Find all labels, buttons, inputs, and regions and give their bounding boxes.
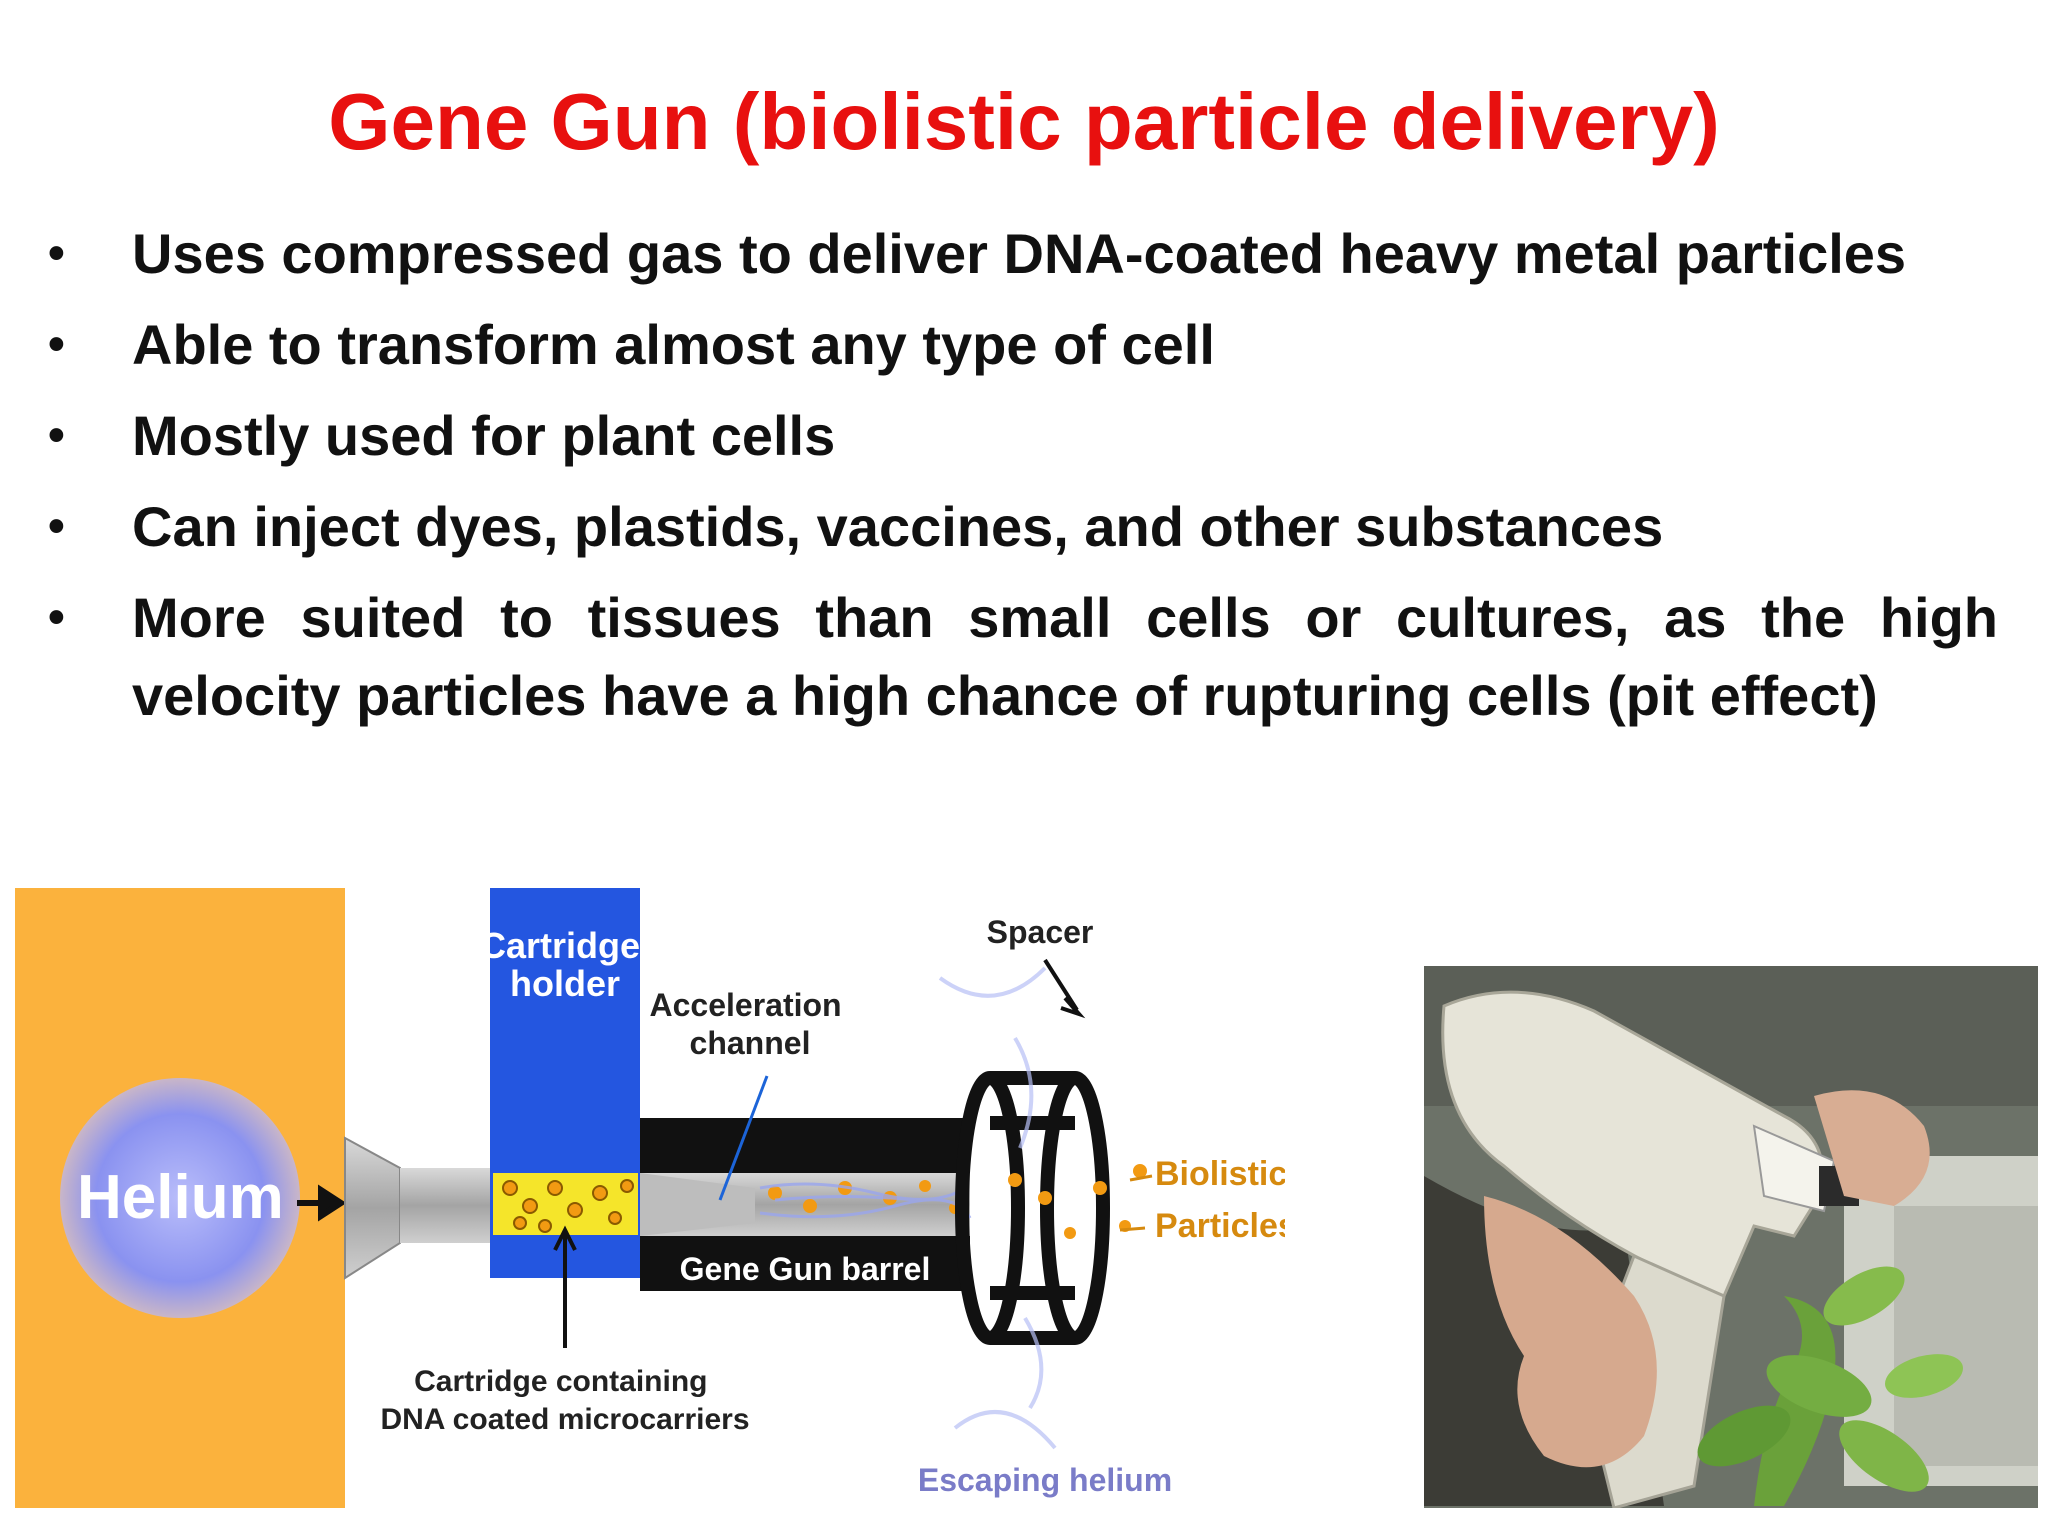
barrel-top <box>640 1118 970 1173</box>
particles-pointer-icon <box>1119 1174 1153 1232</box>
nozzle-funnel <box>344 1136 401 1280</box>
bullet-item: • Can inject dyes, plastids, vaccines, an… <box>48 488 1998 566</box>
bullet-text: Can inject dyes, plastids, vaccines, and… <box>132 495 1664 558</box>
gene-gun-diagram: Helium Cartridge holder G <box>15 888 1285 1508</box>
bullet-list: • Uses compressed gas to deliver DNA-coat… <box>48 215 1998 748</box>
cartridge-particles <box>502 1179 634 1233</box>
spacer-label: Spacer <box>987 914 1094 950</box>
bullet-item: • Able to transform almost any type of ce… <box>48 306 1998 384</box>
gene-gun-photo <box>1424 966 2038 1508</box>
helium-label: Helium <box>77 1163 284 1232</box>
channel-tip <box>640 1173 755 1236</box>
cartridge-holder-label: Cartridge holder <box>480 925 650 1004</box>
spacer-arrow-icon <box>1043 958 1086 1019</box>
bullet-dot-icon: • <box>48 318 65 371</box>
bullet-item: • More suited to tissues than small cells… <box>48 579 1998 735</box>
escaping-helium-label: Escaping helium <box>918 1462 1172 1498</box>
plant <box>1697 1266 1963 1506</box>
bullet-item: • Uses compressed gas to deliver DNA-coat… <box>48 215 1998 293</box>
acceleration-channel-label: Acceleration channel <box>650 987 851 1061</box>
acceleration-pointer-icon <box>718 1075 769 1201</box>
slide-title: Gene Gun (biolistic particle delivery) <box>328 77 1720 166</box>
arrow-icon <box>297 1184 347 1222</box>
spacer <box>955 1071 1110 1345</box>
bullet-dot-icon: • <box>48 500 65 553</box>
bullet-text: Uses compressed gas to deliver DNA-coate… <box>132 222 1907 285</box>
cartridge-containing-label: Cartridge containing DNA coated microcar… <box>380 1365 749 1436</box>
bullet-dot-icon: • <box>48 591 65 644</box>
gene-gun-barrel-label: Gene Gun barrel <box>680 1251 931 1287</box>
bullet-dot-icon: • <box>48 227 65 280</box>
barrel-bottom <box>640 1236 970 1291</box>
escaping-gas <box>938 966 1057 1450</box>
bullet-text: Able to transform almost any type of cel… <box>132 313 1215 376</box>
hand <box>1484 1196 1657 1468</box>
helium-ball <box>60 1078 300 1318</box>
bullet-text: Mostly used for plant cells <box>132 404 836 467</box>
bullet-dot-icon: • <box>48 409 65 462</box>
bullet-text: More suited to tissues than small cells … <box>132 586 1998 727</box>
exit-particles <box>1008 1164 1147 1239</box>
biolistic-particles-label: Biolistic Particles <box>1155 1155 1285 1245</box>
gas-streaks <box>759 1182 972 1219</box>
bullet-item: • Mostly used for plant cells <box>48 397 1998 475</box>
cartridge-arrow-icon <box>553 1225 577 1348</box>
